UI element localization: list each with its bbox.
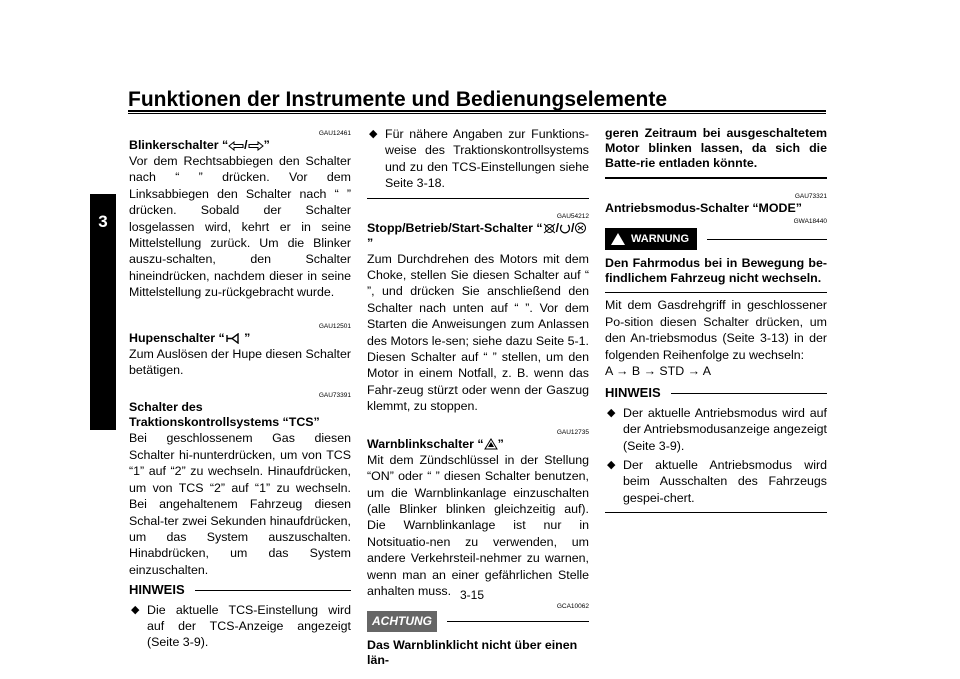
hazard-icon [483,437,498,450]
mode-text: Mit dem Gasdrehgriff in geschlossener Po… [605,298,827,362]
column-1: GAU12461 Blinkerschalter “/” Vor dem Rec… [129,126,351,651]
title-rule [128,110,826,112]
tcs-heading: Schalter des Traktionskontrollsystems “T… [129,400,320,430]
section-code: GAU12461 [318,130,351,137]
hinweis-heading: HINWEIS [605,385,827,401]
warnung-text: Den Fahrmodus bei in Bewegung be-findlic… [605,256,827,286]
horn-icon [226,332,239,344]
engine-run-icon [559,224,571,234]
bullet-dot-icon: ◆ [607,459,616,472]
divider [605,292,827,294]
stop-heading: Stopp/Betrieb/Start-Schalter “//” [367,221,589,251]
section-code: GWA18440 [793,218,827,225]
mode-sequence: A → B → STD → A [605,364,712,379]
page-number: 3-15 [460,588,485,602]
section-code: GCA10062 [556,603,589,611]
warnblink-text: Mit dem Zündschlüssel in der Stellung “O… [367,452,589,598]
blinker-text: Vor dem Rechtsabbiegen den Schalter nach… [129,154,351,300]
hupe-text: Zum Auslösen der Hupe diesen Schalter be… [129,346,351,378]
list-item: ◆Der aktuelle Antriebsmodus wird beim Au… [607,458,827,505]
mode-heading: Antriebsmodus-Schalter “MODE” [605,201,802,215]
warning-triangle-icon [611,233,625,246]
list-item: ◆Der aktuelle Antriebsmodus wird auf der… [607,405,827,453]
bullet-dot-icon: ◆ [369,128,378,140]
starter-icon [575,222,587,234]
warnung-heading: WARNUNG [605,228,827,251]
arrow-left-icon [228,141,244,151]
achtung-heading: ACHTUNG [367,611,589,632]
engine-stop-icon [543,223,555,234]
bullet-dot-icon: ◆ [607,406,616,419]
section-code: GAU12735 [556,428,589,436]
tcs-text: Bei geschlossenem Gas diesen Schalter hi… [129,431,351,577]
arrow-right-icon [248,141,264,151]
hinweis-heading: HINWEIS [129,582,351,598]
achtung-badge: ACHTUNG [367,611,437,632]
stop-text: Zum Durchdrehen des Motors mit dem Choke… [367,251,589,414]
divider [367,197,589,199]
title-rule-thin [128,113,826,114]
warnblink-heading: Warnblinkschalter “” [367,436,504,451]
section-code: GAU54212 [556,212,589,220]
warnung-badge: WARNUNG [605,228,698,251]
achtung-text: Das Warnblinklicht nicht über einen län- [367,637,578,667]
column-2: ◆Für nähere Angaben zur Funktions-weise … [367,126,589,668]
section-code: GAU73391 [318,392,351,400]
list-item: ◆Die aktuelle TCS-Einstellung wird auf d… [131,602,351,650]
list-item: ◆Für nähere Angaben zur Funktions-weise … [369,127,589,191]
bullet-dot-icon: ◆ [131,603,140,616]
hupe-heading: Hupenschalter “ ” [129,330,251,345]
blinker-heading: Blinkerschalter “/” [129,138,270,152]
divider [605,177,827,179]
chapter-tab: 3 [90,194,116,430]
divider [605,512,827,514]
section-code: GAU12501 [318,322,351,330]
page-title: Funktionen der Instrumente und Bedienung… [128,88,668,111]
section-code: GAU73321 [794,193,827,200]
achtung-continued: geren Zeitraum bei ausgeschaltetem Motor… [605,126,827,170]
column-3: geren Zeitraum bei ausgeschaltetem Motor… [605,126,827,514]
